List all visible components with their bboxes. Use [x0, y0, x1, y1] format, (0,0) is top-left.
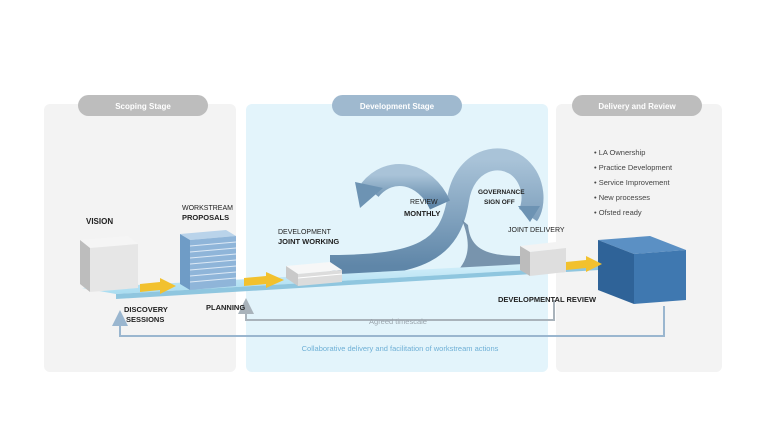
collaborative-delivery-line [112, 306, 665, 337]
list-item: • New processes [594, 193, 650, 202]
joint-delivery-label: JOINT DELIVERY [508, 227, 565, 234]
list-item: • LA Ownership [594, 148, 645, 157]
vision-block [80, 236, 138, 292]
scoping-panel [44, 104, 236, 372]
workstream-label: WORKSTREAM [182, 205, 233, 212]
joint-delivery-block [520, 242, 566, 276]
yellow-arrow [244, 272, 284, 288]
agreed-timescale-line [238, 298, 555, 321]
yellow-arrow [566, 256, 602, 272]
scoping-stage-label: Scoping Stage [115, 102, 171, 111]
sessions-label: SESSIONS [126, 315, 164, 324]
workstream-stack [180, 230, 237, 290]
collaborative-delivery-label: Collaborative delivery and facilitation … [302, 344, 499, 353]
review-loop-arrow [329, 148, 544, 277]
list-item: • Service Improvement [594, 178, 670, 187]
review-label: REVIEW [410, 199, 438, 206]
vision-label: VISION [86, 217, 113, 226]
discovery-label: DISCOVERY [124, 305, 168, 314]
planning-label: PLANNING [206, 303, 245, 312]
monthly-label: MONTHLY [404, 209, 440, 218]
scoping-stage-pill: Scoping Stage [78, 95, 208, 116]
development-label: DEVELOPMENT [278, 229, 332, 236]
developmental-review-label: DEVELOPMENTAL REVIEW [498, 295, 597, 304]
yellow-arrow [140, 278, 176, 294]
proposals-label: PROPOSALS [182, 213, 229, 222]
outcome-block [598, 236, 686, 304]
list-item: • Ofsted ready [594, 208, 642, 217]
list-item: • Practice Development [594, 163, 673, 172]
development-stage-label: Development Stage [360, 102, 435, 111]
joint-working-label: JOINT WORKING [278, 237, 339, 246]
delivery-stage-label: Delivery and Review [598, 102, 676, 111]
development-paper-stack [286, 262, 343, 286]
governance-label: GOVERNANCE [478, 189, 525, 196]
delivery-stage-pill: Delivery and Review [572, 95, 702, 116]
delivery-outcomes-list: • LA Ownership • Practice Development • … [594, 148, 673, 217]
sign-off-label: SIGN OFF [484, 199, 515, 206]
agreed-timescale-label: Agreed timescale [369, 317, 427, 326]
development-stage-pill: Development Stage [332, 95, 462, 116]
